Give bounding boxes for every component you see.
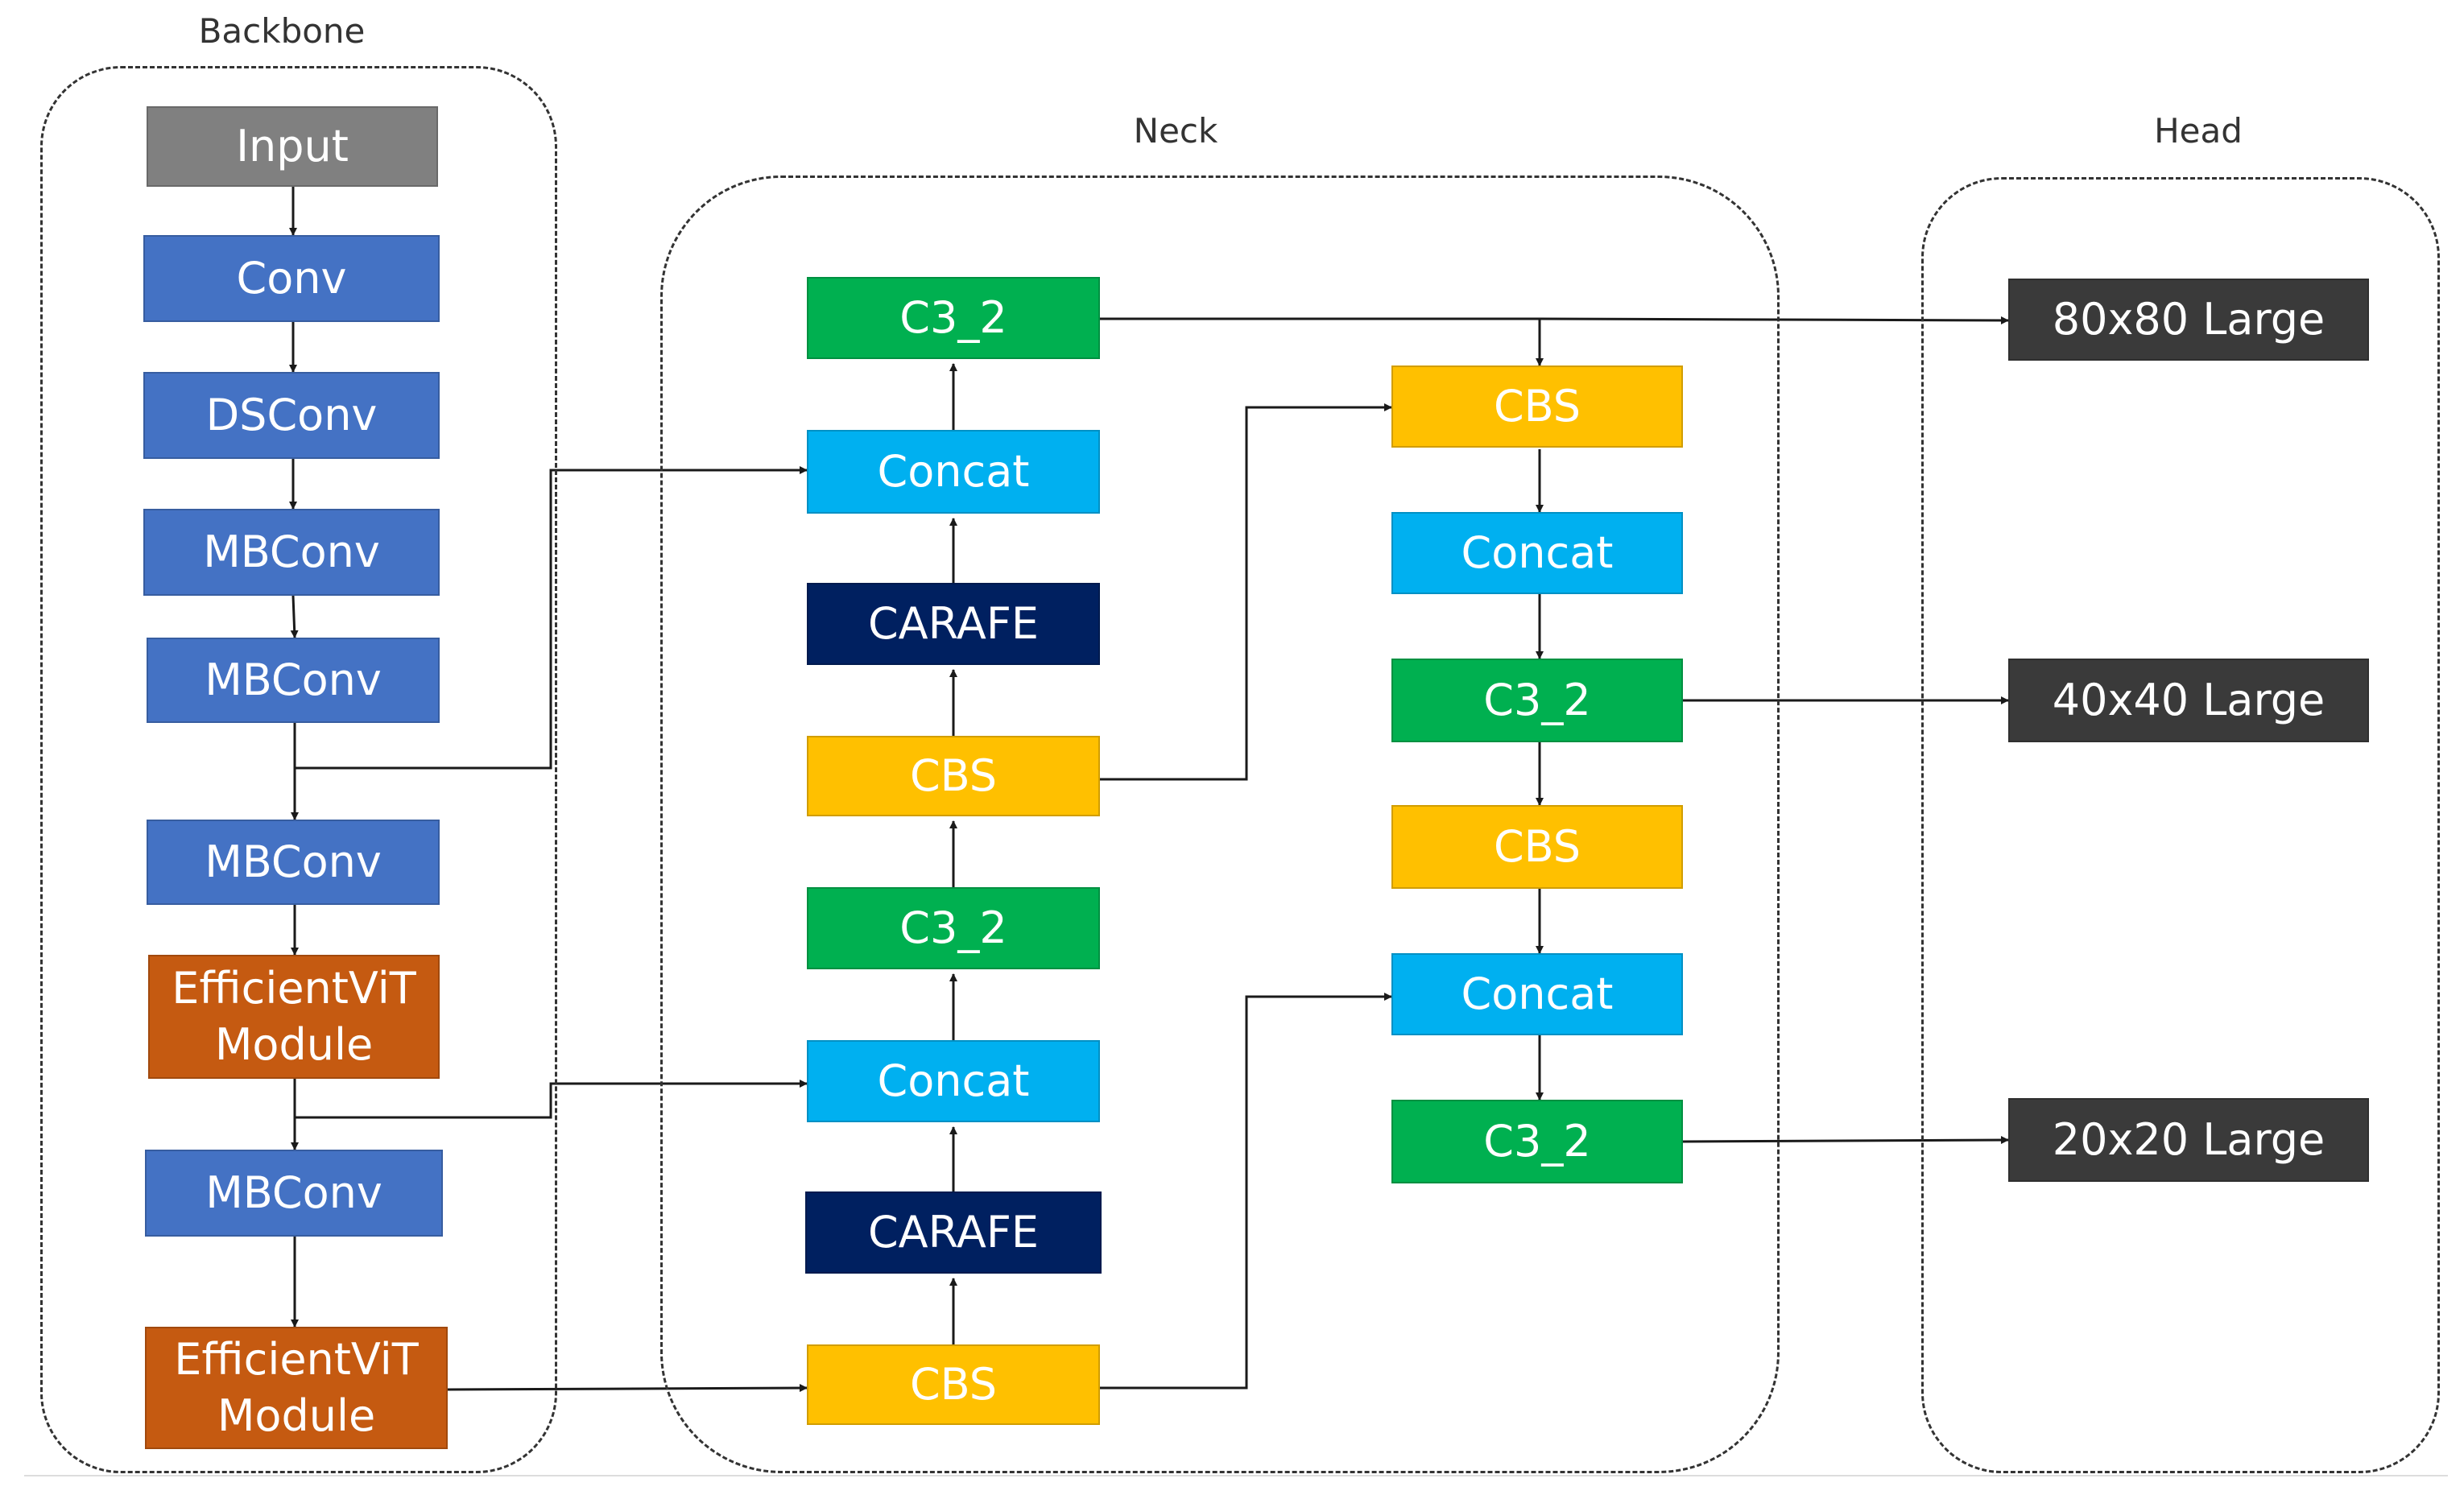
neck-c3-top-node: C3_2 [807,277,1100,359]
neck-cbs-mid-node: CBS [807,736,1100,816]
head-output-20x20: 20x20 Large [2008,1098,2369,1182]
neck-right-cbs-top-node: CBS [1391,365,1683,448]
head-group [1921,177,2440,1473]
conv-node: Conv [143,235,440,322]
neck-concat-top-node: Concat [807,430,1100,514]
mbconv-node-2: MBConv [147,638,440,723]
neck-right-cbs-mid-node: CBS [1391,805,1683,889]
backbone-label: Backbone [198,11,366,51]
edge-backbone-concat-top [295,466,808,770]
neck-cbs-bottom-node: CBS [807,1344,1100,1425]
edge-c3-bottom-head3 [1682,1136,2009,1145]
neck-concat-bottom-node: Concat [807,1040,1100,1122]
mbconv-node-4: MBConv [145,1150,443,1237]
dsconv-node: DSConv [143,372,440,459]
neck-carafe-bottom-node: CARAFE [805,1191,1102,1274]
edge-backbone-concat-bottom [295,1080,808,1119]
neck-right-c3-mid-node: C3_2 [1391,659,1683,742]
mbconv-node-3: MBConv [147,820,440,905]
head-output-80x80: 80x80 Large [2008,279,2369,361]
neck-right-concat-bottom-node: Concat [1391,953,1683,1035]
efficientvit-module-node-1: EfficientViT Module [148,955,440,1079]
mbconv-node-1: MBConv [143,509,440,596]
input-node: Input [147,106,438,187]
neck-right-c3-bottom-node: C3_2 [1391,1100,1683,1183]
efficientvit-module-node-2: EfficientViT Module [145,1327,448,1449]
head-output-40x40: 40x40 Large [2008,659,2369,742]
edge-cbs-mid-cbs-top [1100,403,1392,781]
neck-c3-mid-node: C3_2 [807,887,1100,969]
neck-label: Neck [1133,111,1218,151]
neck-right-concat-top-node: Concat [1391,512,1683,594]
edge-cbs-bottom-concat-bottom-right [1100,993,1392,1390]
edge-mbconv1-mbconv2 [290,595,299,638]
backbone-group [40,66,557,1473]
neck-group [660,176,1780,1473]
head-label: Head [2154,111,2243,151]
bottom-divider [24,1475,2448,1476]
neck-carafe-top-node: CARAFE [807,583,1100,665]
edge-c3-top-head1 [1539,316,2009,324]
